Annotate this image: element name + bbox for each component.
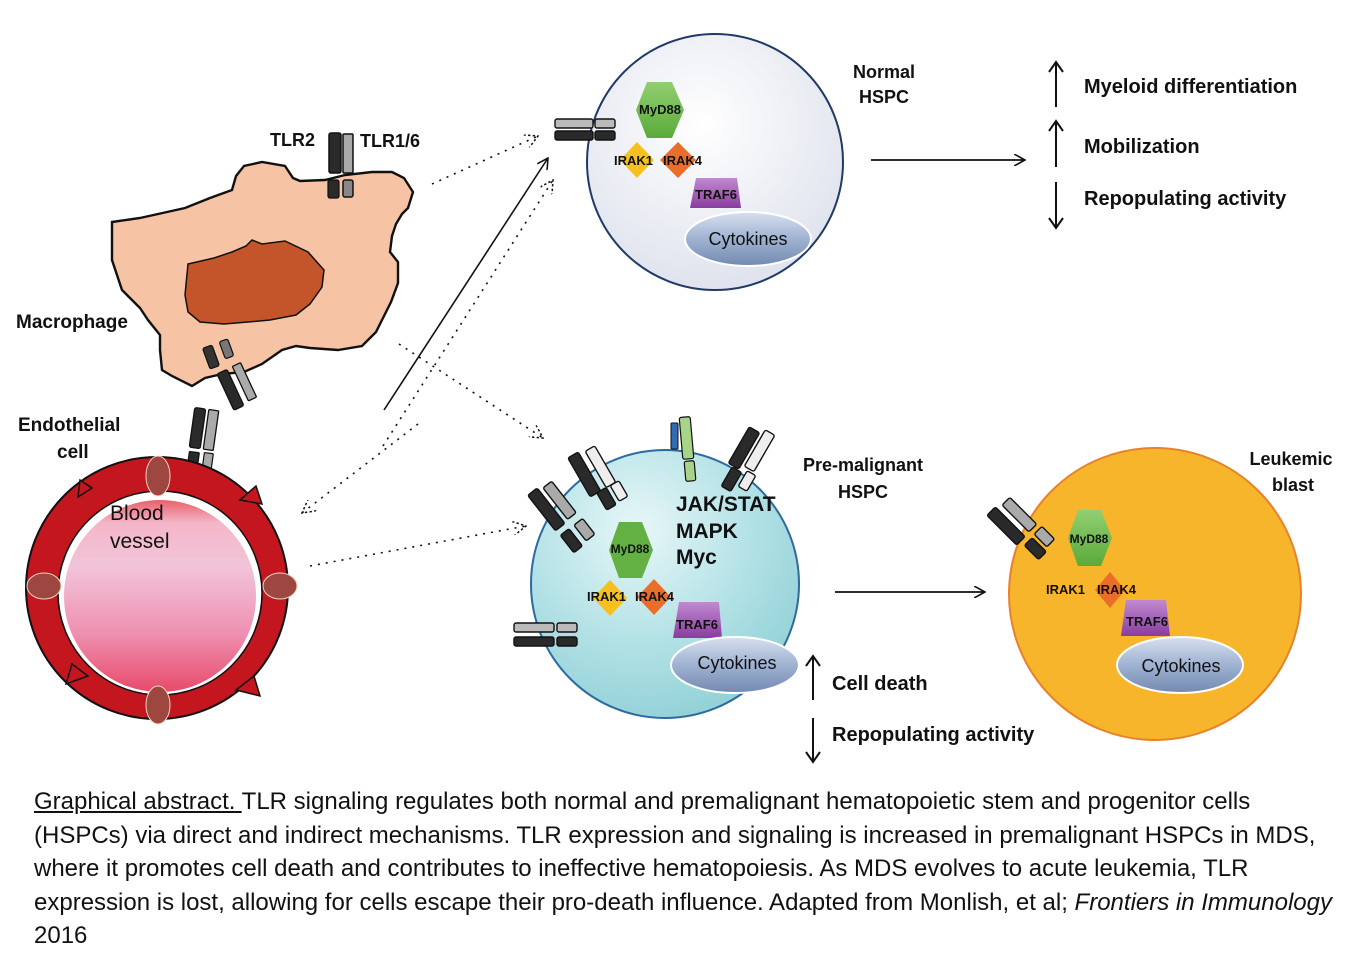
myd88-hexagon	[636, 82, 684, 138]
arrow-vessel-to-premalignant-dotted	[309, 526, 526, 567]
leukemic-title-line1: Leukemic	[1249, 449, 1332, 469]
vessel-lumen	[64, 500, 256, 692]
myd88-label: MyD88	[1070, 532, 1109, 546]
irak1-label: IRAK1	[587, 589, 626, 604]
outcome-mobilization: Mobilization	[1084, 136, 1200, 158]
cytokines-ellipse	[684, 211, 812, 267]
outcome-myeloid-differentiation: Myeloid differentiation	[1084, 76, 1297, 98]
cytokines-ellipse	[1116, 636, 1244, 694]
signal-arrows	[302, 136, 1025, 592]
traf6-trapezoid	[1121, 600, 1170, 636]
irak4-label: IRAK4	[663, 153, 703, 168]
endothelial-label-line2: cell	[57, 442, 89, 463]
irak4-label: IRAK4	[1097, 582, 1137, 597]
tlr-signaling-diagram: TLR2 TLR1/6 Macrophage Endothelial cell …	[16, 33, 1333, 764]
macrophage-lower-receptor	[202, 338, 257, 411]
outcome-repopulating-activity: Repopulating activity	[1084, 188, 1287, 210]
arrow-macrophage-to-premalignant-dotted	[398, 343, 543, 438]
myd88-label: MyD88	[639, 102, 681, 117]
premalignant-title-line2: HSPC	[838, 482, 888, 502]
arrow-endothelial-to-normal-solid	[383, 158, 548, 411]
pathway-myc: Myc	[676, 546, 717, 569]
traf6-label: TRAF6	[676, 617, 718, 632]
irak1-label: IRAK1	[614, 153, 653, 168]
macrophage-nucleus	[184, 239, 325, 325]
irak4-diamond	[637, 579, 671, 615]
macrophage-label: Macrophage	[16, 312, 128, 333]
endothelial-nucleus	[262, 572, 298, 600]
cytokines-label: Cytokines	[697, 653, 776, 673]
pathway-jak-stat: JAK/STAT	[676, 493, 776, 516]
traf6-label: TRAF6	[1126, 614, 1168, 629]
endothelial-nucleus	[145, 685, 171, 725]
leukemic-title-line2: blast	[1272, 475, 1314, 495]
outcome-up-arrow-icon	[1048, 60, 1064, 107]
premalignant-receptor-top-left	[567, 445, 628, 511]
traf6-trapezoid	[690, 178, 741, 208]
tlr2-tlr16-receptor	[327, 132, 354, 199]
cytokines-ellipse	[670, 636, 800, 694]
myd88-hexagon	[609, 522, 653, 578]
premalignant-outcomes: Cell death Repopulating activity	[805, 654, 1035, 764]
irak1-diamond	[620, 142, 654, 178]
arrow-premalignant-to-vessel-dotted	[302, 423, 419, 513]
normal-hspc-cell: MyD88 IRAK1 IRAK4 TRAF6 Cytokines	[554, 33, 844, 291]
outcome-up-arrow-icon	[805, 654, 821, 700]
premalignant-receptor-top-right	[721, 426, 775, 492]
caption-lead: Graphical abstract.	[34, 788, 242, 815]
caption-body: TLR signaling regulates both normal and …	[34, 788, 1316, 916]
outcome-up-arrow-icon	[1048, 119, 1064, 167]
irak4-diamond	[1095, 572, 1125, 608]
premalignant-receptor-upper-left	[527, 481, 595, 553]
outcome-down-arrow-icon	[1048, 182, 1064, 230]
premalignant-receptor-cytokine	[670, 416, 697, 482]
irak4-label: IRAK4	[635, 589, 675, 604]
outcome-down-arrow-icon	[805, 718, 821, 764]
caption-journal: Frontiers in Immunology	[1074, 888, 1332, 916]
traf6-trapezoid	[673, 602, 722, 638]
blood-vessel-label-line2: vessel	[110, 530, 170, 553]
outcome-repopulating-activity: Repopulating activity	[832, 724, 1035, 746]
irak4-diamond	[660, 142, 696, 178]
premalignant-hspc-cell: MyD88 IRAK1 IRAK4 TRAF6 Cytokines JAK/ST…	[513, 416, 800, 719]
blood-vessel-label-line1: Blood	[110, 502, 164, 525]
cytokines-label: Cytokines	[1141, 656, 1220, 676]
tlr2-label: TLR2	[270, 130, 315, 150]
macrophage-cell	[110, 160, 415, 388]
pathway-mapk: MAPK	[676, 520, 738, 543]
myd88-hexagon	[1068, 510, 1112, 566]
endothelial-label-line1: Endothelial	[18, 415, 120, 436]
normal-hspc-title-line1: Normal	[853, 62, 915, 82]
leukemic-receptor	[987, 497, 1055, 560]
arrow-vessel-to-normal-dotted	[382, 180, 553, 447]
blood-vessel	[25, 455, 298, 725]
arrow-macrophage-to-normal-dotted	[431, 136, 538, 185]
tlr16-label: TLR1/6	[360, 131, 420, 151]
endothelial-nucleus	[145, 455, 171, 497]
premalignant-receptor-left	[513, 622, 578, 647]
caption-year: 2016	[34, 922, 88, 949]
cytokines-label: Cytokines	[708, 229, 787, 249]
outcome-cell-death: Cell death	[832, 673, 928, 695]
traf6-label: TRAF6	[695, 187, 737, 202]
endothelial-nucleus	[26, 572, 62, 600]
normal-hspc-title-line2: HSPC	[859, 87, 909, 107]
irak1-label: IRAK1	[1046, 582, 1085, 597]
myd88-label: MyD88	[611, 542, 650, 556]
normal-hspc-outcomes: Myeloid differentiation Mobilization Rep…	[1048, 60, 1297, 230]
premalignant-title-line1: Pre-malignant	[803, 455, 923, 475]
irak1-diamond	[593, 580, 627, 616]
leukemic-blast-cell: MyD88 IRAK1 IRAK4 TRAF6 Cytokines	[987, 447, 1302, 741]
normal-hspc-receptor	[554, 118, 616, 141]
figure-caption: Graphical abstract. TLR signaling regula…	[34, 785, 1334, 953]
